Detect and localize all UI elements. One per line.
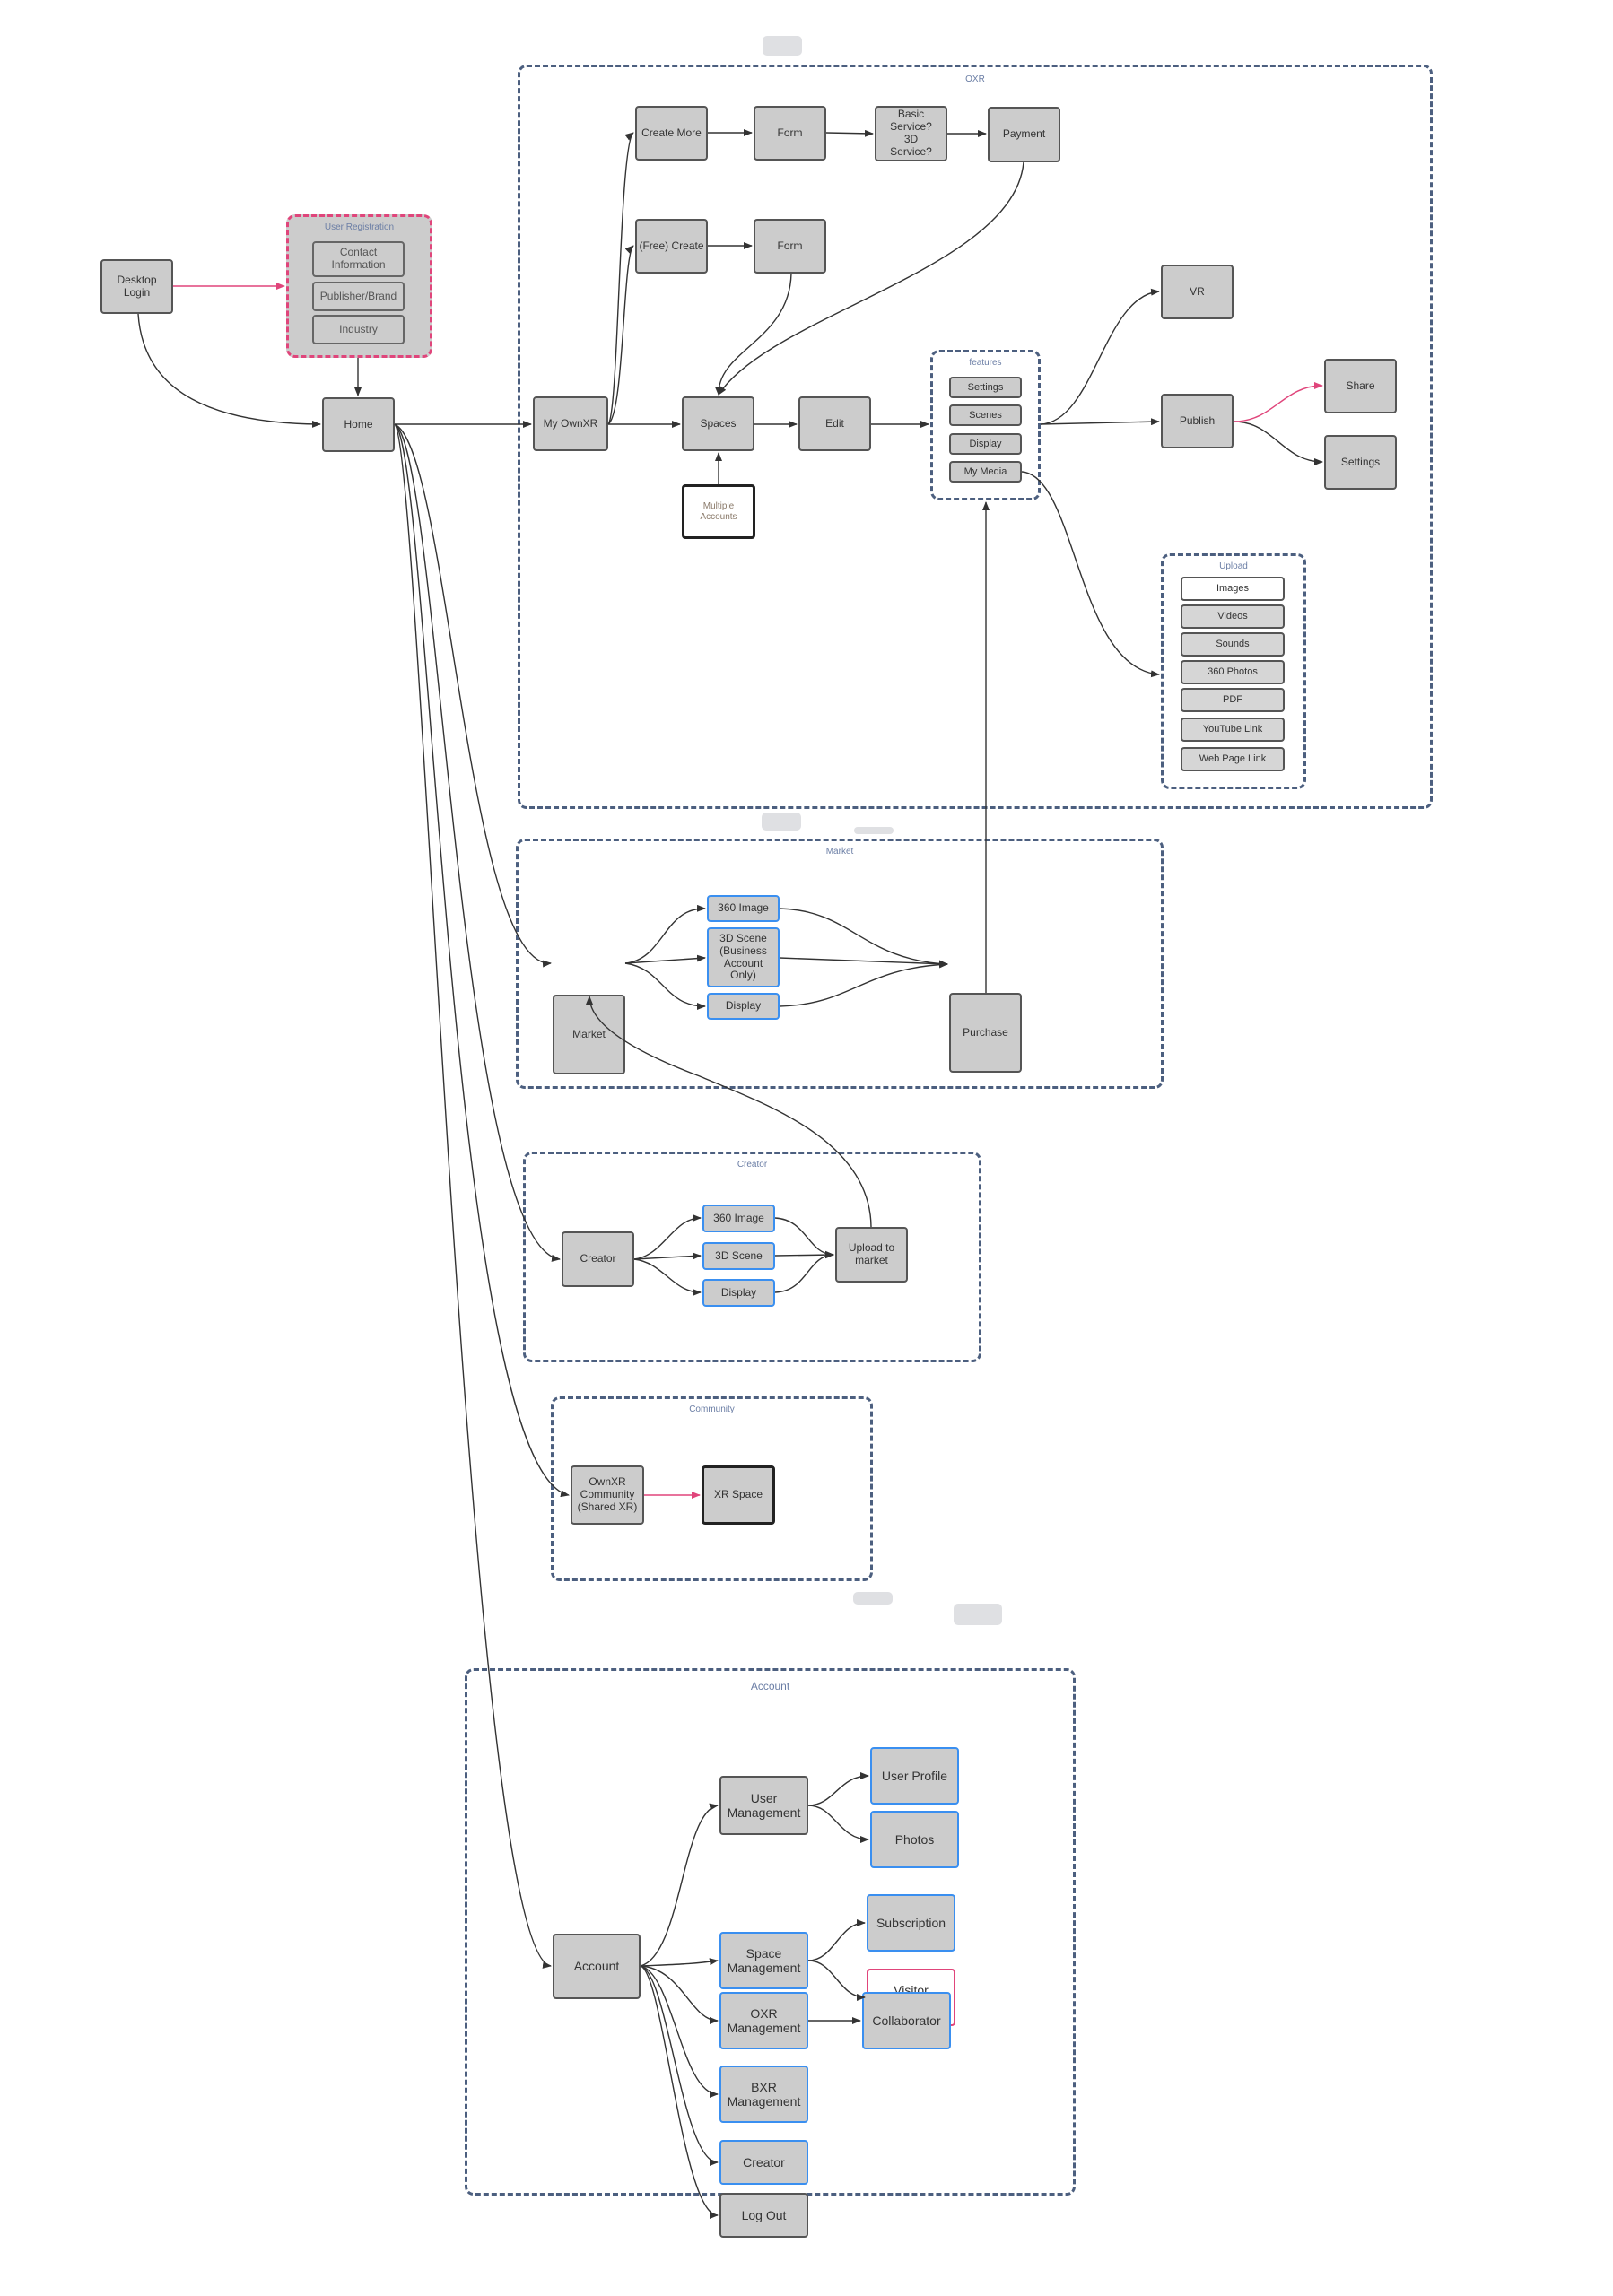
industry-node[interactable]: Industry xyxy=(312,315,405,344)
desktop-login-node[interactable]: Desktop Login xyxy=(100,259,173,314)
multiple-accounts-node[interactable]: Multiple Accounts xyxy=(682,484,755,539)
publish-node[interactable]: Publish xyxy=(1161,394,1234,448)
oxr-management-node[interactable]: OXR Management xyxy=(719,1992,808,2049)
creator-group-title: Creator xyxy=(737,1160,768,1170)
upload-360-photos-node[interactable]: 360 Photos xyxy=(1181,660,1285,684)
upload-group: Upload xyxy=(1161,553,1306,789)
service-choice-node[interactable]: Basic Service? 3D Service? xyxy=(875,106,947,161)
photos-node[interactable]: Photos xyxy=(870,1811,959,1868)
upload-to-market-node[interactable]: Upload to market xyxy=(835,1227,908,1283)
free-create-node[interactable]: (Free) Create xyxy=(635,219,708,274)
collapse-handle[interactable] xyxy=(853,1592,893,1605)
log-out-node[interactable]: Log Out xyxy=(719,2193,808,2238)
upload-group-title: Upload xyxy=(1219,561,1248,571)
bxr-management-node[interactable]: BXR Management xyxy=(719,2066,808,2123)
upload-videos-node[interactable]: Videos xyxy=(1181,604,1285,629)
xr-space-node[interactable]: XR Space xyxy=(702,1465,775,1525)
collapse-handle[interactable] xyxy=(762,813,801,831)
user-profile-node[interactable]: User Profile xyxy=(870,1747,959,1805)
share-node[interactable]: Share xyxy=(1324,359,1397,413)
account-group-title: Account xyxy=(750,1680,790,1692)
upload-youtube-link-node[interactable]: YouTube Link xyxy=(1181,718,1285,742)
user-management-node[interactable]: User Management xyxy=(719,1776,808,1835)
subscription-node[interactable]: Subscription xyxy=(867,1894,955,1952)
publisher-brand-node[interactable]: Publisher/Brand xyxy=(312,282,405,311)
space-management-node[interactable]: Space Management xyxy=(719,1932,808,1989)
payment-node[interactable]: Payment xyxy=(988,107,1060,162)
form-paid-node[interactable]: Form xyxy=(754,106,826,161)
vr-node[interactable]: VR xyxy=(1161,265,1234,319)
features-display-node[interactable]: Display xyxy=(949,433,1022,455)
market-group-title: Market xyxy=(825,847,854,857)
features-group-title: features xyxy=(969,358,1002,368)
market-node[interactable]: Market xyxy=(553,995,625,1074)
collapse-handle[interactable] xyxy=(954,1604,1002,1625)
creator-360-image-node[interactable]: 360 Image xyxy=(702,1205,775,1232)
collapse-handle[interactable] xyxy=(854,827,894,834)
publish-settings-node[interactable]: Settings xyxy=(1324,435,1397,490)
edit-node[interactable]: Edit xyxy=(798,396,871,451)
market-display-node[interactable]: Display xyxy=(707,993,780,1020)
my-ownxr-node[interactable]: My OwnXR xyxy=(533,396,608,451)
form-free-node[interactable]: Form xyxy=(754,219,826,274)
ownxr-community-node[interactable]: OwnXR Community (Shared XR) xyxy=(571,1465,644,1525)
features-my-media-node[interactable]: My Media xyxy=(949,461,1022,483)
upload-pdf-node[interactable]: PDF xyxy=(1181,688,1285,712)
collapse-handle[interactable] xyxy=(763,36,802,56)
spaces-node[interactable]: Spaces xyxy=(682,396,754,451)
contact-information-node[interactable]: Contact Information xyxy=(312,241,405,277)
home-node[interactable]: Home xyxy=(322,397,395,452)
create-more-node[interactable]: Create More xyxy=(635,106,708,161)
upload-sounds-node[interactable]: Sounds xyxy=(1181,632,1285,657)
creator-3d-scene-node[interactable]: 3D Scene xyxy=(702,1242,775,1270)
features-scenes-node[interactable]: Scenes xyxy=(949,404,1022,426)
creator-display-node[interactable]: Display xyxy=(702,1279,775,1307)
community-group-title: Community xyxy=(689,1405,735,1414)
oxr-group-title: OXR xyxy=(965,74,985,84)
upload-web-page-link-node[interactable]: Web Page Link xyxy=(1181,747,1285,771)
user-registration-title: User Registration xyxy=(324,222,395,232)
creator-node[interactable]: Creator xyxy=(562,1231,634,1287)
purchase-node[interactable]: Purchase xyxy=(949,993,1022,1073)
market-360-image-node[interactable]: 360 Image xyxy=(707,895,780,922)
account-creator-node[interactable]: Creator xyxy=(719,2140,808,2185)
collaborator-node[interactable]: Collaborator xyxy=(862,1992,951,2049)
upload-images-node[interactable]: Images xyxy=(1181,577,1285,601)
features-settings-node[interactable]: Settings xyxy=(949,377,1022,398)
market-3d-scene-node[interactable]: 3D Scene (Business Account Only) xyxy=(707,927,780,987)
account-node[interactable]: Account xyxy=(553,1934,641,1999)
